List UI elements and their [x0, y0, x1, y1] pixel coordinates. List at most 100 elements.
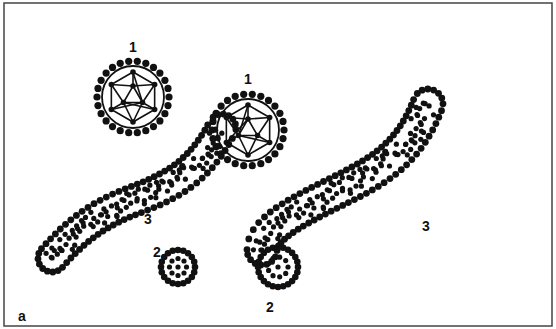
protein-dot — [200, 155, 205, 160]
capsid-edge — [111, 85, 123, 103]
protein-dot — [270, 273, 275, 278]
protein-dot — [431, 112, 436, 117]
protein-dot — [142, 60, 149, 67]
protein-dot — [351, 196, 358, 203]
protein-dot — [52, 231, 59, 238]
protein-dot — [408, 131, 413, 136]
protein-dot — [201, 166, 206, 171]
callout-number: 3 — [422, 219, 430, 233]
protein-dot — [101, 206, 106, 211]
protein-dot — [147, 183, 152, 188]
protein-dot — [191, 156, 196, 161]
protein-dot — [435, 114, 442, 121]
protein-dot — [165, 93, 172, 100]
protein-dot — [132, 211, 139, 218]
protein-dot — [165, 188, 170, 193]
protein-dot — [307, 197, 312, 202]
protein-dot — [124, 205, 129, 210]
protein-dot — [321, 206, 326, 211]
protein-dot — [249, 91, 256, 98]
capsid-vertex — [246, 153, 250, 157]
protein-dot — [59, 248, 64, 253]
protein-dot — [426, 133, 433, 140]
protein-dot — [296, 215, 301, 220]
protein-dot — [98, 110, 105, 117]
protein-dot — [340, 175, 345, 180]
protein-dot — [105, 214, 110, 219]
protein-dot — [351, 170, 356, 175]
protein-dot — [424, 86, 431, 93]
protein-dot — [169, 258, 174, 263]
protein-dot — [440, 100, 447, 107]
capsid-vertex — [109, 83, 113, 87]
protein-dot — [374, 156, 379, 161]
protein-dot — [276, 110, 283, 117]
protein-dot — [169, 195, 176, 202]
protein-dot — [188, 184, 195, 191]
protein-dot — [387, 175, 394, 182]
protein-dot — [132, 191, 137, 196]
protein-dot — [240, 91, 247, 98]
capsid-edge — [143, 85, 155, 103]
protein-dot — [199, 175, 206, 182]
protein-dot — [211, 140, 216, 145]
protein-dot — [408, 156, 415, 163]
protein-dot — [161, 77, 168, 84]
protein-dot — [279, 200, 286, 207]
protein-dot — [109, 64, 116, 71]
protein-dot — [275, 264, 280, 269]
protein-dot — [285, 264, 290, 269]
protein-dot — [285, 197, 292, 204]
protein-dot — [209, 147, 214, 152]
capsid-edge — [248, 136, 258, 156]
protein-dot — [232, 160, 239, 167]
protein-dot — [294, 259, 301, 266]
protein-dot — [363, 165, 368, 170]
callout-number: 1 — [129, 40, 137, 54]
protein-dot — [277, 255, 282, 260]
protein-dot — [327, 188, 332, 193]
protein-dot — [117, 60, 124, 67]
protein-dot — [266, 268, 271, 273]
protein-dot — [330, 196, 335, 201]
protein-dot — [142, 187, 147, 192]
protein-dot — [98, 77, 105, 84]
protein-dot — [257, 160, 264, 167]
protein-dot — [175, 273, 180, 278]
protein-dot — [204, 170, 211, 177]
protein-dot — [207, 131, 212, 136]
icosahedral-cores — [52, 66, 428, 258]
protein-dot — [181, 258, 186, 263]
protein-dot — [418, 145, 425, 152]
protein-dot — [138, 209, 145, 216]
protein-dot — [109, 191, 116, 198]
protein-dot — [125, 58, 132, 65]
protein-dot — [44, 251, 49, 256]
protein-dot — [224, 97, 231, 104]
capsid-edge — [111, 85, 133, 87]
protein-dot — [387, 163, 392, 168]
protein-dot — [103, 194, 110, 201]
protein-dot — [265, 97, 272, 104]
callout-number: 3 — [144, 212, 152, 226]
protein-dot — [274, 216, 279, 221]
capsid-edge — [238, 136, 248, 156]
protein-dot — [134, 181, 141, 188]
capsid-edge — [133, 85, 155, 87]
protein-dot — [418, 137, 423, 142]
protein-dot — [57, 237, 62, 242]
protein-dot — [303, 187, 310, 194]
capsid-edge — [258, 118, 270, 136]
protein-dot — [422, 116, 427, 121]
protein-dot — [276, 143, 283, 150]
capsid-vertex — [268, 141, 272, 145]
callout-number: 2 — [266, 300, 274, 314]
protein-dot — [52, 248, 57, 253]
protein-dot — [49, 255, 54, 260]
protein-dot — [410, 96, 417, 103]
protein-dot — [150, 123, 157, 130]
protein-dot — [156, 70, 163, 77]
protein-dot — [277, 232, 282, 237]
capsid-vertex — [141, 101, 145, 105]
